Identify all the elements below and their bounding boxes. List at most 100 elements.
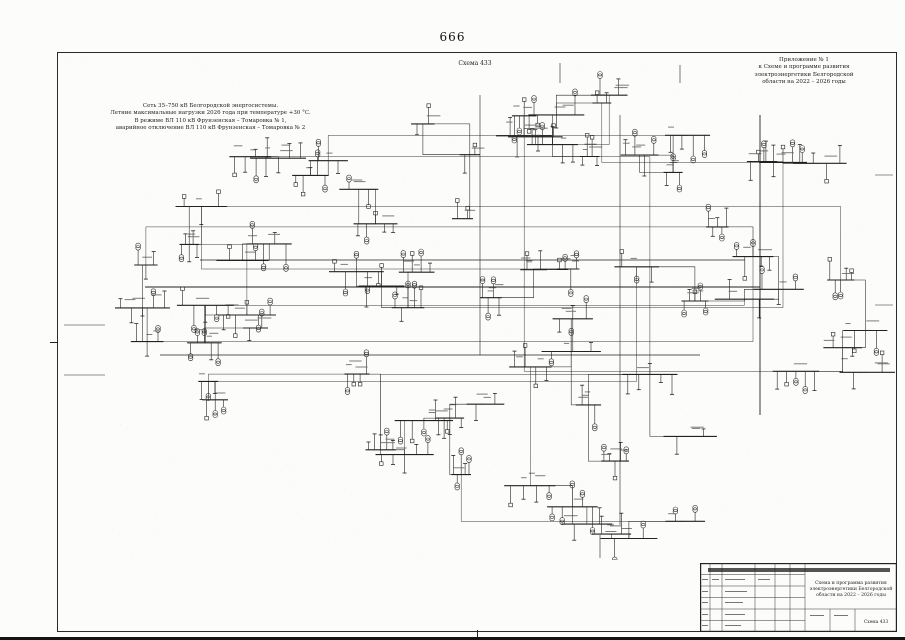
diagram-connection bbox=[533, 268, 568, 270]
transformer-symbol bbox=[583, 297, 589, 303]
scan-noise-dot bbox=[411, 221, 413, 223]
diagram-text-mark bbox=[523, 128, 536, 129]
scan-noise-dot bbox=[781, 399, 783, 401]
scan-noise-dot bbox=[761, 355, 763, 357]
transformer-symbol bbox=[789, 139, 796, 145]
diagram-text-mark bbox=[614, 87, 628, 89]
transformer-symbol bbox=[259, 311, 265, 317]
transformer-symbol bbox=[400, 250, 406, 256]
diagram-text-mark bbox=[209, 332, 219, 334]
transformer-symbol bbox=[632, 128, 638, 135]
scheme-label: Схема 433 bbox=[458, 60, 492, 67]
diagram-text-mark bbox=[597, 94, 606, 96]
diagram-connection bbox=[535, 136, 553, 145]
breaker-symbol bbox=[589, 135, 595, 140]
diagram-text-mark bbox=[841, 273, 854, 274]
scan-noise-dot bbox=[68, 57, 70, 59]
breaker-symbol bbox=[379, 263, 384, 268]
transformer-symbol bbox=[761, 142, 767, 149]
breaker-symbol bbox=[445, 429, 450, 434]
diagram-connection bbox=[250, 156, 279, 159]
bottom-centering-mark bbox=[477, 630, 478, 639]
diagram-text-mark bbox=[619, 449, 627, 451]
scan-noise-dot bbox=[294, 464, 296, 466]
transformer-symbol bbox=[592, 425, 598, 432]
diagram-text-mark bbox=[582, 394, 589, 396]
transformer-symbol bbox=[191, 327, 197, 333]
transformer-symbol bbox=[344, 387, 351, 393]
schematic-svg bbox=[61, 55, 897, 565]
scan-noise-dot bbox=[146, 194, 148, 196]
scan-noise-dot bbox=[687, 414, 689, 416]
diagram-text-mark bbox=[195, 297, 210, 299]
transformer-symbol bbox=[799, 145, 805, 151]
diagram-text-mark bbox=[561, 137, 567, 139]
scan-noise-dot bbox=[82, 393, 84, 395]
transformer-symbol bbox=[531, 97, 537, 103]
diagram-text-mark bbox=[521, 257, 531, 259]
transformer-symbol bbox=[490, 278, 497, 285]
diagram-connection bbox=[310, 160, 329, 176]
scan-noise-dot bbox=[763, 56, 765, 58]
diagram-connection bbox=[327, 135, 688, 161]
scan-noise-dot bbox=[410, 266, 412, 268]
transformer-symbol bbox=[559, 517, 565, 523]
diagram-text-mark bbox=[584, 143, 597, 145]
breaker-symbol bbox=[418, 285, 424, 290]
scan-noise-dot bbox=[786, 146, 788, 148]
diagram-connection bbox=[572, 506, 588, 525]
transformer-symbol bbox=[719, 233, 725, 239]
scan-noise-dot bbox=[577, 67, 579, 69]
transformer-symbol bbox=[579, 492, 586, 498]
diagram-text-mark bbox=[561, 307, 572, 309]
scan-noise-dot bbox=[823, 146, 825, 148]
scan-noise-dot bbox=[303, 319, 305, 321]
transformer-symbol bbox=[155, 327, 161, 333]
transformer-symbol bbox=[188, 355, 194, 362]
transformer-symbol bbox=[838, 294, 844, 300]
transformer-symbol bbox=[191, 325, 197, 331]
diagram-text-mark bbox=[565, 310, 576, 312]
scan-noise-dot bbox=[577, 483, 579, 485]
scan-noise-dot bbox=[520, 373, 522, 375]
transformer-symbol bbox=[681, 309, 687, 315]
breaker-symbol bbox=[508, 502, 513, 508]
transformer-symbol bbox=[802, 386, 808, 392]
diagram-text-mark bbox=[584, 391, 591, 393]
diagram-connection bbox=[639, 155, 674, 173]
diagram-text-mark bbox=[494, 284, 504, 286]
diagram-connection bbox=[381, 286, 408, 308]
diagram-text-mark bbox=[409, 300, 418, 302]
transformer-symbol bbox=[353, 250, 360, 257]
transformer-symbol bbox=[346, 174, 352, 180]
breaker-symbol bbox=[784, 382, 789, 387]
diagram-connection bbox=[356, 271, 382, 287]
scan-noise-dot bbox=[461, 468, 463, 470]
scan-noise-dot bbox=[328, 189, 330, 191]
breaker-symbol bbox=[301, 192, 306, 197]
scan-noise-dot bbox=[539, 142, 540, 143]
transformer-symbol bbox=[135, 245, 141, 251]
diagram-text-mark bbox=[516, 356, 523, 358]
diagram-text-mark bbox=[534, 127, 548, 129]
transformer-symbol bbox=[676, 187, 683, 193]
breaker-symbol bbox=[351, 382, 356, 387]
transformer-symbol bbox=[214, 316, 220, 322]
diagram-connection bbox=[529, 485, 573, 507]
transformer-symbol bbox=[589, 527, 596, 533]
scan-noise-dot bbox=[814, 94, 816, 96]
diagram-text-mark bbox=[187, 233, 196, 235]
diagram-text-mark bbox=[743, 246, 751, 248]
diagram-text-mark bbox=[572, 260, 580, 262]
diagram-text-mark bbox=[521, 477, 527, 479]
transformer-symbol bbox=[411, 280, 418, 287]
transformer-symbol bbox=[215, 358, 221, 364]
diagram-connection bbox=[761, 161, 783, 163]
diagram-connection bbox=[250, 156, 651, 375]
diagram-text-mark bbox=[355, 366, 368, 368]
diagram-text-mark bbox=[610, 448, 622, 450]
title-block-title-line: Схема и программа развития bbox=[815, 580, 887, 586]
diagram-text-mark bbox=[124, 299, 136, 301]
scan-noise-dot bbox=[841, 64, 843, 66]
diagram-connection bbox=[744, 289, 779, 300]
